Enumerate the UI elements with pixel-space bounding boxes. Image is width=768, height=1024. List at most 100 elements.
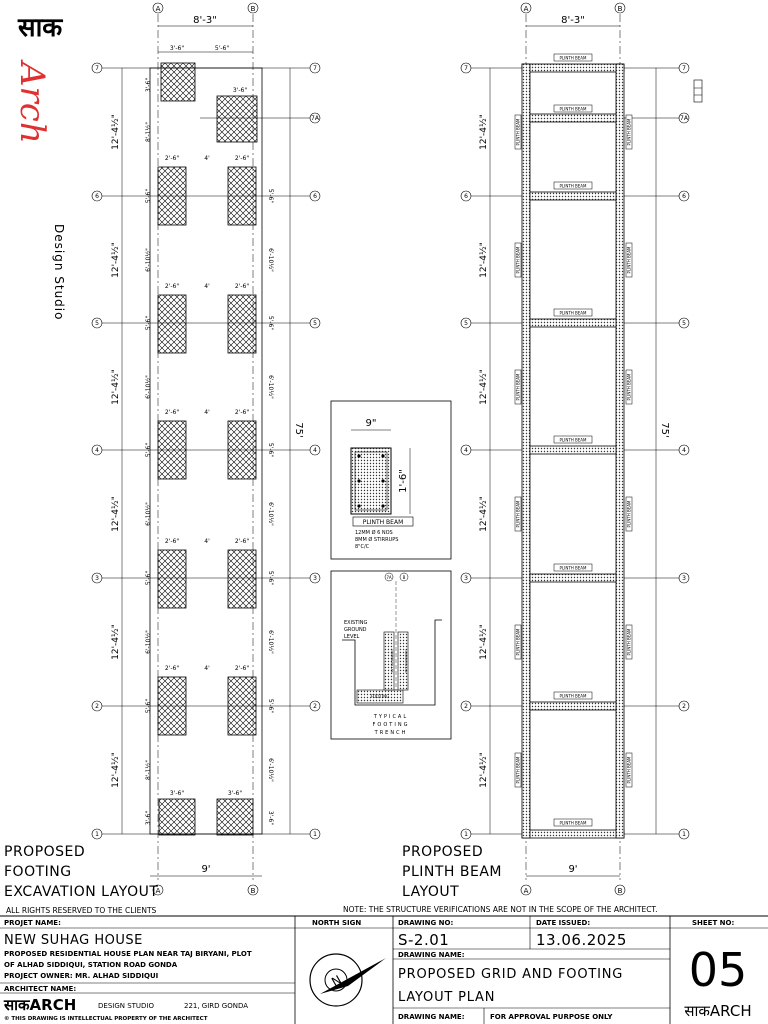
fh-2b: 8'-1½" [145, 760, 152, 780]
pb-bay-dim-2: 12'-4½" [479, 242, 489, 278]
beam-label-7a: PLINTH BEAM [560, 107, 588, 112]
beam-detail-label: PLINTH BEAM [363, 519, 404, 526]
title-block-frame [0, 915, 768, 1024]
step-symbol [693, 79, 703, 103]
beam-label-6: PLINTH BEAM [560, 184, 588, 189]
brand-logo: साक [18, 13, 63, 43]
north-label: NORTH SIGN [312, 919, 361, 927]
footing-title-line-2: FOOTING [4, 864, 72, 880]
row-bubble-2-right: 2 [313, 703, 317, 710]
footing-title-line-1: PROPOSED [4, 844, 86, 860]
bay-dim-3: 12'-4½" [111, 369, 121, 405]
pb-row-bubble-2-right: 2 [682, 703, 686, 710]
sheet-brand: साकARCH [684, 1002, 751, 1020]
fhr-2b: 6'-10½" [267, 758, 274, 782]
fhr-4: 5'-6" [267, 443, 274, 457]
trench-detail: 7A B CENTER PILLAR CENTER PILLAR FOOTING… [330, 570, 452, 740]
fh-7a: 8'-1½" [145, 122, 152, 142]
pb-col-bubble-b: B [618, 5, 623, 13]
bay-dim-2: 12'-4½" [111, 242, 121, 278]
fh-5: 5'-6" [145, 316, 152, 330]
pb-row-bubble-6: 6 [464, 193, 468, 200]
fw-5a: 2'-6" [165, 665, 179, 672]
pb-bay-dim-5: 12'-4½" [479, 624, 489, 660]
architect-logo: साकARCH [3, 996, 76, 1014]
fh-6b: 6'-10½" [145, 248, 152, 272]
row-bubble-6-right: 6 [313, 193, 317, 200]
row-bubble-7-right: 7 [313, 65, 317, 72]
overall-length-dim: 75' [293, 422, 304, 437]
vbeam-label-l6: PLINTH BEAM [516, 756, 521, 784]
fh-top: 3'-6" [145, 78, 152, 92]
row-bubble-5: 5 [95, 320, 99, 327]
pb-bay-dim-1: 12'-4½" [479, 114, 489, 150]
row-bubble-2: 2 [95, 703, 99, 710]
drawing-name-label-2: DRAWING NAME: [398, 1013, 465, 1021]
fhr-3: 5'-6" [267, 571, 274, 585]
col-bubble-a: A [156, 5, 161, 13]
row-bubble-4: 4 [95, 447, 99, 454]
rights-note: ALL RIGHTS RESERVED TO THE CLIENTS [6, 906, 157, 915]
brand-mark: साक Arch Design Studio [8, 6, 68, 336]
fw-4a: 2'-6" [165, 538, 179, 545]
fh-1: 3'-6" [145, 811, 152, 825]
approval-note: FOR APPROVAL PURPOSE ONLY [490, 1013, 613, 1021]
trench-title-1: TYPICAL [373, 714, 408, 720]
project-name-label: PROJET NAME: [4, 919, 61, 927]
fw-1c: 2'-6" [235, 155, 249, 162]
row-bubble-3: 3 [95, 575, 99, 582]
fh-3: 5'-6" [145, 571, 152, 585]
beam-detail: 9" 1'-6" PLINTH BEAM 12MM Ø 6 NOS 8MM Ø … [330, 400, 452, 560]
vbeam-label-r5: PLINTH BEAM [627, 628, 632, 656]
pb-row-bubble-7-right: 7 [682, 65, 686, 72]
plinth-title: PROPOSED PLINTH BEAM LAYOUT [402, 842, 502, 902]
brand-script: Arch [12, 62, 52, 144]
vbeam-label-l1: PLINTH BEAM [516, 118, 521, 146]
beam-depth-dim: 1'-6" [398, 469, 409, 493]
pb-row-bubble-5: 5 [464, 320, 468, 327]
north-arrow-icon: N [309, 953, 386, 1007]
fw-1b: 4' [204, 155, 210, 162]
beam-note-1: 12MM Ø 6 NOS [355, 529, 393, 536]
row-bubble-1-right: 1 [313, 831, 317, 838]
beam-width-dim: 9" [366, 418, 377, 429]
vbeam-label-l2: PLINTH BEAM [516, 246, 521, 274]
pb-bay-dim-4: 12'-4½" [479, 496, 489, 532]
footing-title: PROPOSED FOOTING EXCAVATION LAYOUT [4, 842, 158, 902]
vbeam-label-r2: PLINTH BEAM [627, 246, 632, 274]
fw-5b: 4' [204, 665, 210, 672]
fhr-1: 3'-6" [267, 811, 274, 825]
beam-note-2: 8MM Ø STIRRUPS [355, 536, 398, 543]
project-owner: PROJECT OWNER: MR. ALHAD SIDDIQUI [4, 972, 158, 980]
pb-row-bubble-6-right: 6 [682, 193, 686, 200]
pb-row-bubble-3: 3 [464, 575, 468, 582]
pb-bay-dim-6: 12'-4½" [479, 752, 489, 788]
plinth-plan: A B A B 8'-3" 7 6 5 4 3 2 1 7 [460, 2, 703, 896]
fw-3c: 2'-6" [235, 409, 249, 416]
sheet-no: 05 [689, 943, 748, 997]
trench-grid-7a: 7A [386, 575, 392, 580]
copyright-note: © THIS DRAWING IS INTELLECTUAL PROPERTY … [4, 1016, 208, 1022]
ground-note-1: EXISTING [344, 620, 368, 626]
col-bubble-b-bottom: B [251, 887, 256, 895]
fw-2c: 2'-6" [235, 283, 249, 290]
bottom-split-1: 3'-6" [170, 790, 184, 797]
date-label: DATE ISSUED: [536, 919, 590, 927]
vbeam-label-r4: PLINTH BEAM [627, 500, 632, 528]
pb-bottom-width-dim: 9' [568, 864, 577, 875]
fh-5b: 6'-10½" [145, 375, 152, 399]
pb-row-bubble-3-right: 3 [682, 575, 686, 582]
beam-label-7: PLINTH BEAM [560, 56, 588, 61]
fw-4c: 2'-6" [235, 538, 249, 545]
fw-3b: 4' [204, 409, 210, 416]
pb-overall-length-dim: 75' [659, 422, 670, 437]
drawing-name-line-2: LAYOUT PLAN [398, 990, 495, 1005]
row-bubble-7: 7 [95, 65, 99, 72]
drawing-no-label: DRAWING NO: [398, 919, 453, 927]
beam-label-3: PLINTH BEAM [560, 566, 588, 571]
fhr-2: 5'-6" [267, 699, 274, 713]
architect-studio: DESIGN STUDIO [98, 1002, 155, 1010]
footing-title-line-3: EXCAVATION LAYOUT [4, 884, 159, 900]
bottom-width-dim: 9' [201, 864, 210, 875]
fw-5c: 2'-6" [235, 665, 249, 672]
